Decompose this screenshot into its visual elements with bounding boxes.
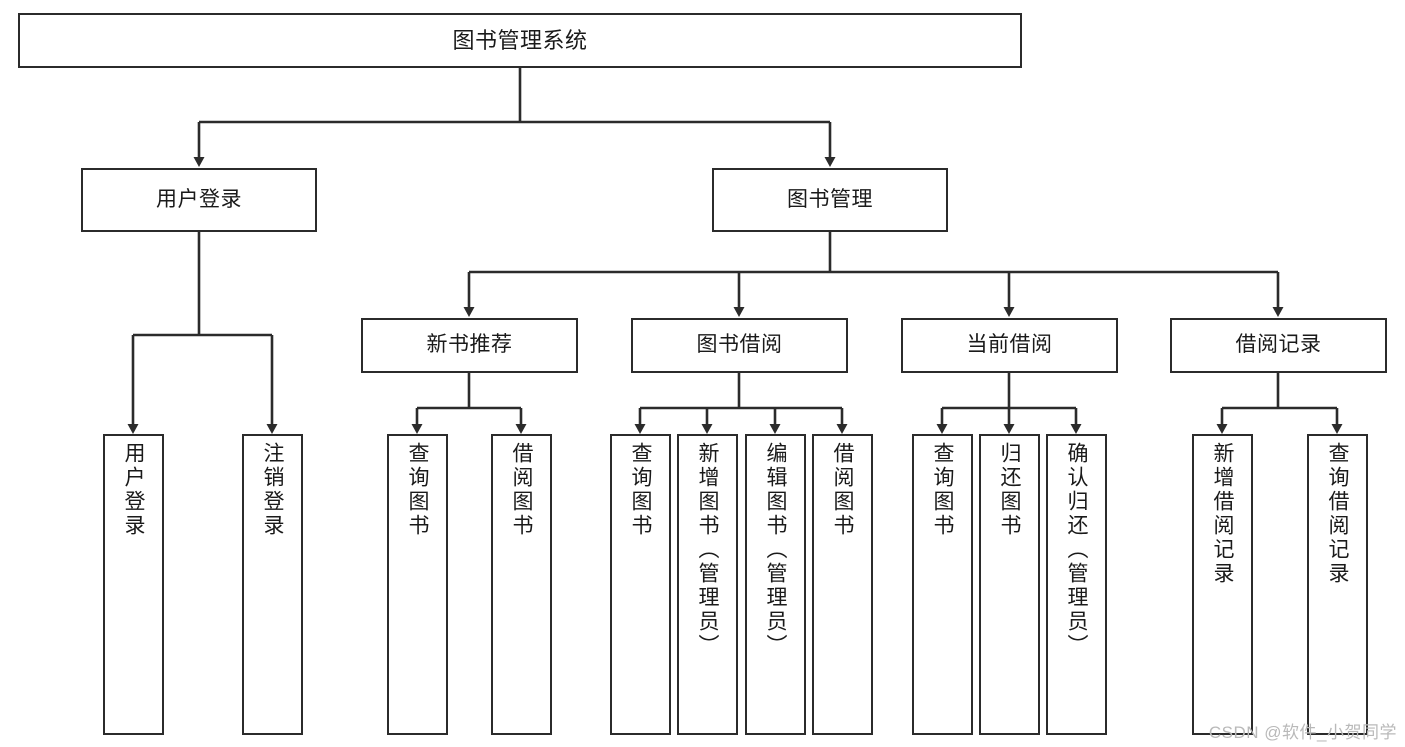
leaf-borrow-edit-book-admin[interactable]: 编辑图书（管理员） (745, 434, 806, 735)
node-book-management[interactable]: 图书管理 (712, 168, 948, 232)
leaf-borrow-query-books-label: 查询图书 (629, 442, 652, 538)
leaf-recommend-query-books[interactable]: 查询图书 (387, 434, 448, 735)
leaf-recommend-borrow-books[interactable]: 借阅图书 (491, 434, 552, 735)
leaf-user-login-label: 用户登录 (122, 442, 145, 538)
leaf-recommend-borrow-books-label: 借阅图书 (510, 442, 533, 538)
leaf-logout[interactable]: 注销登录 (242, 434, 303, 735)
node-book-borrow[interactable]: 图书借阅 (631, 318, 848, 373)
leaf-current-return-books[interactable]: 归还图书 (979, 434, 1040, 735)
node-book-management-label: 图书管理 (787, 187, 873, 211)
leaf-current-confirm-return-admin[interactable]: 确认归还（管理员） (1046, 434, 1107, 735)
node-root[interactable]: 图书管理系统 (18, 13, 1022, 68)
leaf-borrow-query-books[interactable]: 查询图书 (610, 434, 671, 735)
node-user-login[interactable]: 用户登录 (81, 168, 317, 232)
node-borrow-records[interactable]: 借阅记录 (1170, 318, 1387, 373)
leaf-borrow-borrow-books-label: 借阅图书 (831, 442, 854, 538)
watermark: CSDN @软件_小贺同学 (1208, 723, 1397, 742)
node-borrow-records-label: 借阅记录 (1235, 333, 1322, 357)
leaf-current-confirm-return-admin-label: 确认归还（管理员） (1065, 442, 1088, 658)
node-current-borrow-label: 当前借阅 (966, 333, 1053, 357)
leaf-records-query-record-label: 查询借阅记录 (1326, 442, 1349, 586)
leaf-borrow-edit-book-admin-label: 编辑图书（管理员） (764, 442, 787, 658)
node-user-login-label: 用户登录 (156, 187, 242, 211)
node-current-borrow[interactable]: 当前借阅 (901, 318, 1118, 373)
leaf-current-query-books-label: 查询图书 (931, 442, 954, 538)
leaf-borrow-borrow-books[interactable]: 借阅图书 (812, 434, 873, 735)
node-root-label: 图书管理系统 (452, 27, 588, 53)
node-new-book-recommend[interactable]: 新书推荐 (361, 318, 578, 373)
leaf-records-query-record[interactable]: 查询借阅记录 (1307, 434, 1368, 735)
leaf-current-query-books[interactable]: 查询图书 (912, 434, 973, 735)
leaf-recommend-query-books-label: 查询图书 (406, 442, 429, 538)
node-book-borrow-label: 图书借阅 (696, 333, 783, 357)
node-new-book-recommend-label: 新书推荐 (426, 333, 513, 357)
leaf-current-return-books-label: 归还图书 (998, 442, 1021, 538)
leaf-records-add-record[interactable]: 新增借阅记录 (1192, 434, 1253, 735)
leaf-records-add-record-label: 新增借阅记录 (1211, 442, 1234, 586)
leaf-borrow-add-book-admin[interactable]: 新增图书（管理员） (677, 434, 738, 735)
leaf-borrow-add-book-admin-label: 新增图书（管理员） (696, 442, 719, 658)
leaf-logout-label: 注销登录 (261, 442, 284, 538)
leaf-user-login[interactable]: 用户登录 (103, 434, 164, 735)
